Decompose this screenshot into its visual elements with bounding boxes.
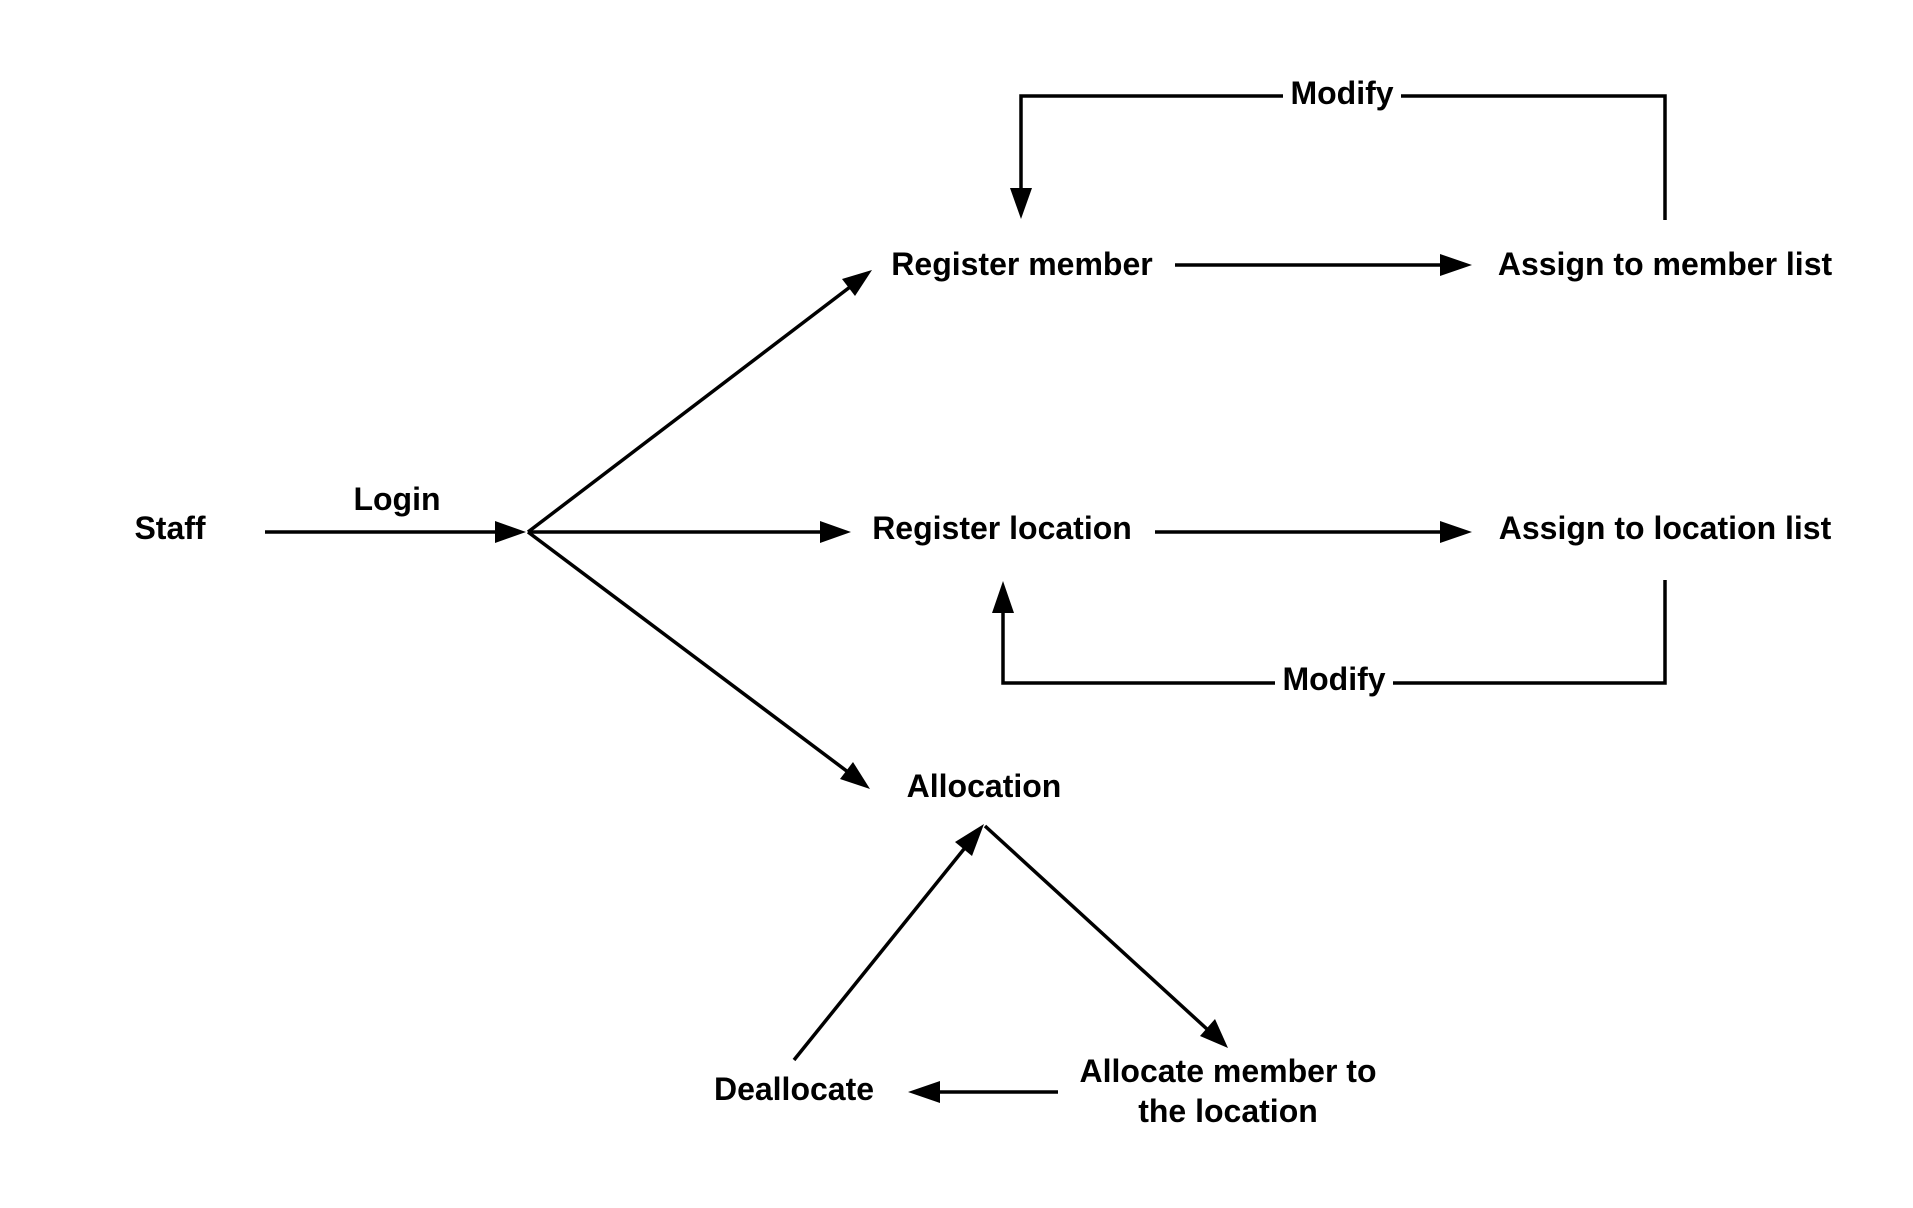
- login-label: Login: [353, 481, 440, 517]
- arrowhead-icon: [1200, 1019, 1228, 1048]
- arrowhead-icon: [908, 1081, 940, 1103]
- edge-label-modify-location: Modify: [1275, 661, 1393, 701]
- node-register-location: Register location: [872, 510, 1132, 546]
- edge-member-to-list: [1175, 254, 1472, 276]
- arrowhead-icon: [955, 824, 984, 856]
- node-assign-to-member-list: Assign to member list: [1498, 246, 1833, 282]
- arrowhead-icon: [1440, 254, 1472, 276]
- edge-deallocate-to-allocation: [792, 824, 984, 1062]
- arrowhead-icon: [1440, 521, 1472, 543]
- node-register-member: Register member: [891, 246, 1152, 282]
- node-allocate-member-line2: the location: [1138, 1093, 1318, 1129]
- arrowhead-icon: [820, 521, 851, 543]
- arrowhead-icon: [495, 521, 526, 543]
- node-staff: Staff: [134, 510, 205, 546]
- node-assign-to-location-list: Assign to location list: [1499, 510, 1832, 546]
- node-deallocate: Deallocate: [714, 1071, 874, 1107]
- arrowhead-icon: [840, 762, 870, 789]
- node-allocation: Allocation: [907, 768, 1062, 804]
- node-allocate-member-line1: Allocate member to: [1080, 1053, 1377, 1089]
- modify-member-label: Modify: [1290, 75, 1393, 111]
- edge-staff-login: [265, 521, 526, 543]
- edge-modify-member: [1010, 94, 1667, 220]
- edge-allocation-to-allocate: [983, 824, 1228, 1048]
- edge-to-register-member: [526, 270, 872, 534]
- arrowhead-icon: [842, 270, 872, 296]
- edge-allocate-to-deallocate: [908, 1081, 1058, 1103]
- edge-label-modify-member: Modify: [1283, 74, 1401, 114]
- modify-location-label: Modify: [1282, 661, 1385, 697]
- edge-to-register-location: [528, 521, 851, 543]
- edge-location-to-list: [1155, 521, 1472, 543]
- edge-to-allocation: [526, 530, 870, 789]
- arrowhead-icon: [1010, 188, 1032, 219]
- arrowhead-icon: [992, 581, 1014, 613]
